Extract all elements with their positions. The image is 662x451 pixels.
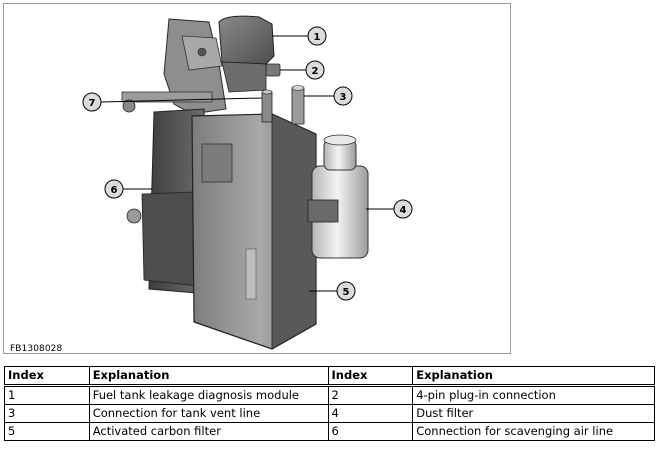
- callout-4-label: 4: [400, 205, 407, 216]
- callout-6: 6: [104, 179, 124, 199]
- header-index-2: Index: [327, 366, 414, 387]
- row-explanation: Connection for tank vent line: [88, 404, 329, 423]
- table-row: 3 Connection for tank vent line 4 Dust f…: [4, 404, 655, 423]
- callout-3: 3: [333, 86, 353, 106]
- callout-7: 7: [82, 92, 102, 112]
- row-index: 3: [4, 404, 90, 423]
- legend-header-row: Index Explanation Index Explanation: [4, 366, 655, 387]
- callout-leaders: [100, 35, 394, 292]
- scavenging-port: [261, 89, 273, 123]
- tank-vent-port: [291, 85, 305, 125]
- component-illustration: 1 2 3 4 5 6 7: [82, 15, 413, 350]
- table-row: 1 Fuel tank leakage diagnosis module 2 4…: [4, 385, 655, 405]
- callout-1: 1: [307, 26, 327, 46]
- callout-1-label: 1: [314, 32, 321, 43]
- callout-5-label: 5: [343, 287, 350, 298]
- row-explanation: Dust filter: [412, 404, 655, 423]
- legend-table: Index Explanation Index Explanation 1 Fu…: [4, 366, 655, 441]
- header-index-1: Index: [4, 366, 90, 387]
- row-index: 2: [327, 385, 414, 405]
- callout-6-label: 6: [111, 185, 118, 196]
- callout-7-label: 7: [89, 98, 96, 109]
- dust-filter: [307, 134, 369, 259]
- figure-frame: 1 2 3 4 5 6 7 FB1308028: [3, 3, 511, 354]
- table-row: 5 Activated carbon filter 6 Connection f…: [4, 422, 655, 441]
- row-index: 4: [327, 404, 414, 423]
- header-explanation-1: Explanation: [88, 366, 329, 387]
- callout-3-label: 3: [340, 92, 347, 103]
- activated-carbon-filter-body: [191, 113, 317, 350]
- row-index: 6: [327, 422, 414, 441]
- row-explanation: 4-pin plug-in connection: [412, 385, 655, 405]
- callout-2: 2: [305, 60, 325, 80]
- row-explanation: Activated carbon filter: [88, 422, 329, 441]
- callout-2-label: 2: [312, 66, 319, 77]
- row-index: 1: [4, 385, 90, 405]
- callout-5: 5: [336, 281, 356, 301]
- row-explanation: Fuel tank leakage diagnosis module: [88, 385, 329, 405]
- diagnosis-module: [218, 15, 281, 93]
- callout-4: 4: [393, 199, 413, 219]
- mounting-bracket: [121, 18, 227, 115]
- header-explanation-2: Explanation: [412, 366, 655, 387]
- row-explanation: Connection for scavenging air line: [412, 422, 655, 441]
- row-index: 5: [4, 422, 90, 441]
- figure-code: FB1308028: [10, 344, 63, 354]
